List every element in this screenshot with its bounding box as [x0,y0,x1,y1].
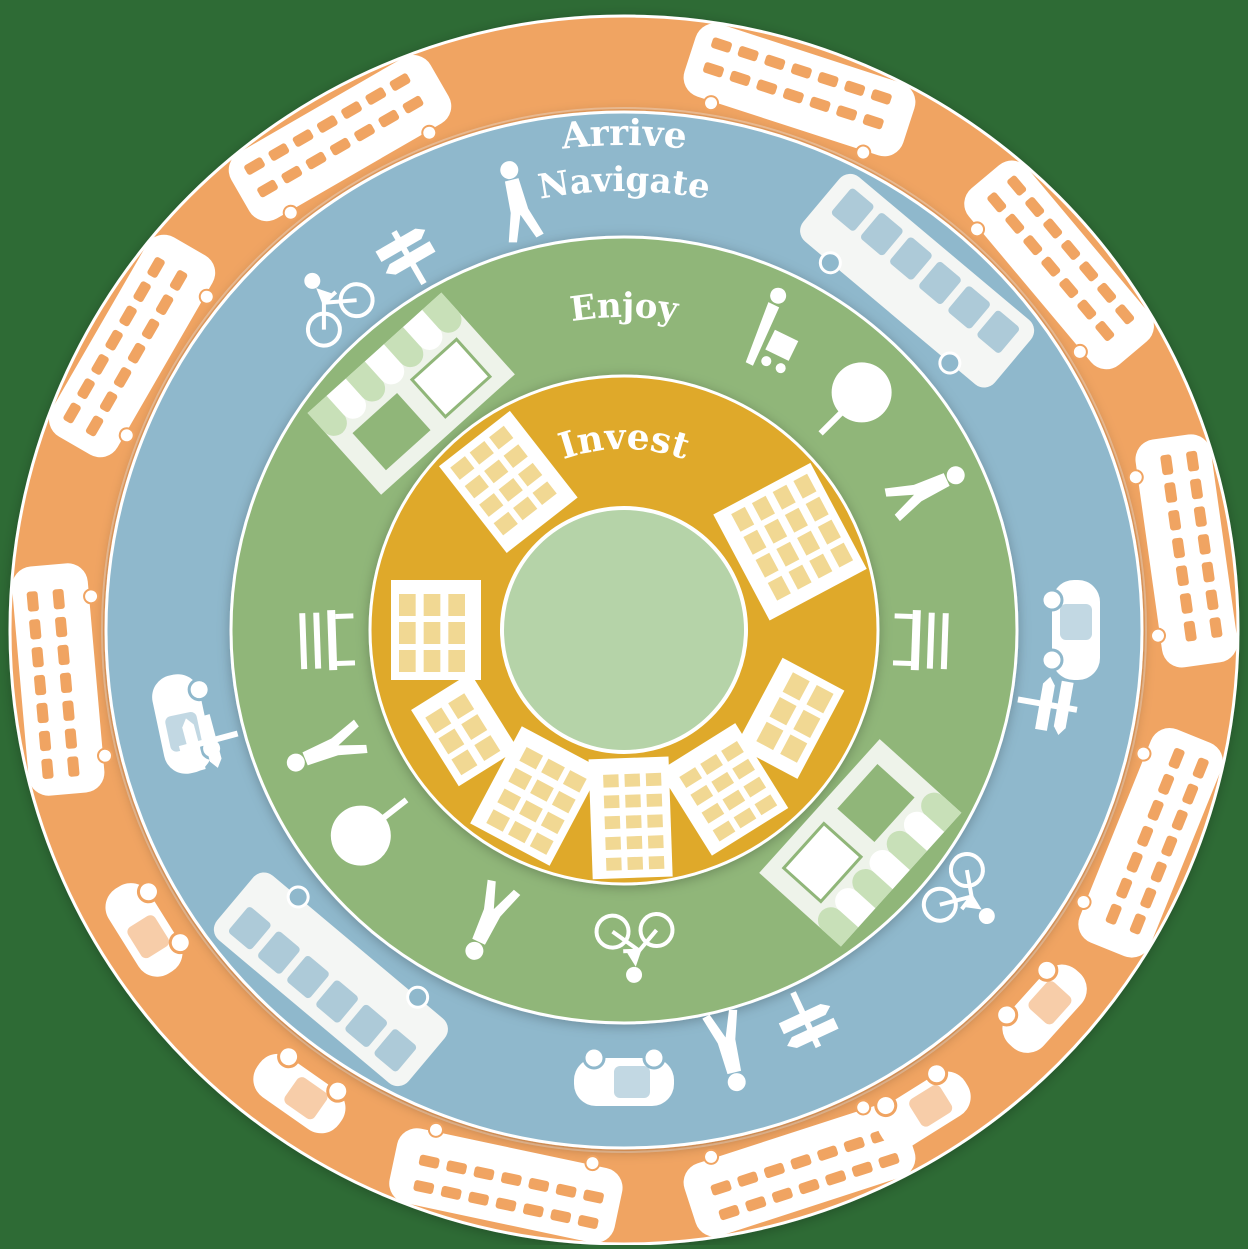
building-icon [589,757,673,880]
building-icon [391,580,481,680]
enjoy-label: Enjoy [568,286,682,331]
arrive-label: Arrive [558,112,689,158]
center-circle [502,508,746,752]
